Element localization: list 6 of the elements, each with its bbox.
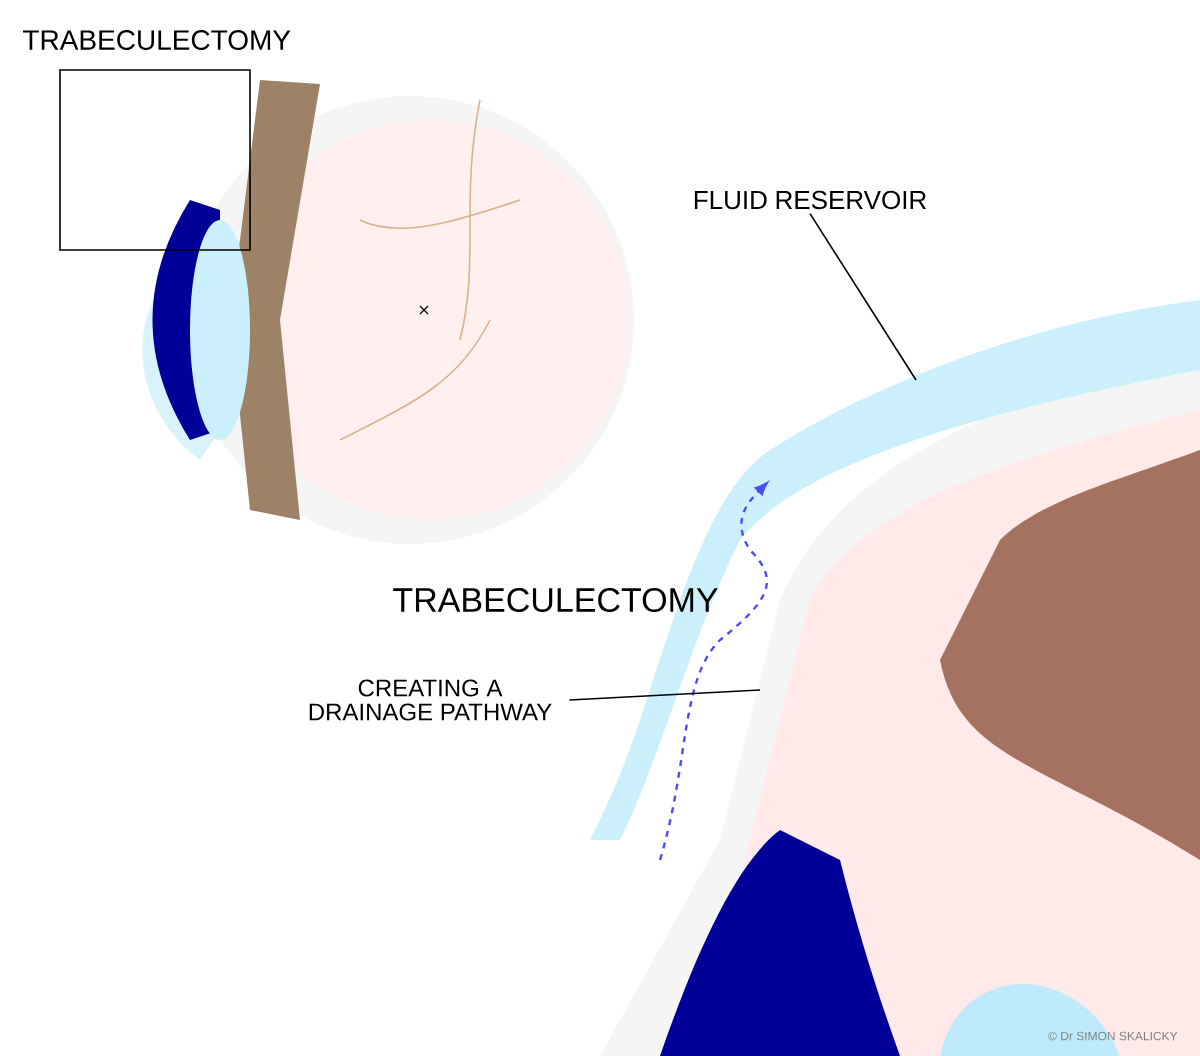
callout-text: CREATING A DRAINAGE PATHWAY bbox=[309, 679, 552, 721]
leader-line bbox=[568, 689, 761, 701]
heading: TRABECULECTOMY bbox=[393, 587, 718, 613]
leader-line bbox=[809, 212, 917, 381]
heading: TRABECULECTOMY bbox=[23, 30, 291, 50]
callout-text: FLUID RESERVOIR bbox=[694, 190, 927, 210]
